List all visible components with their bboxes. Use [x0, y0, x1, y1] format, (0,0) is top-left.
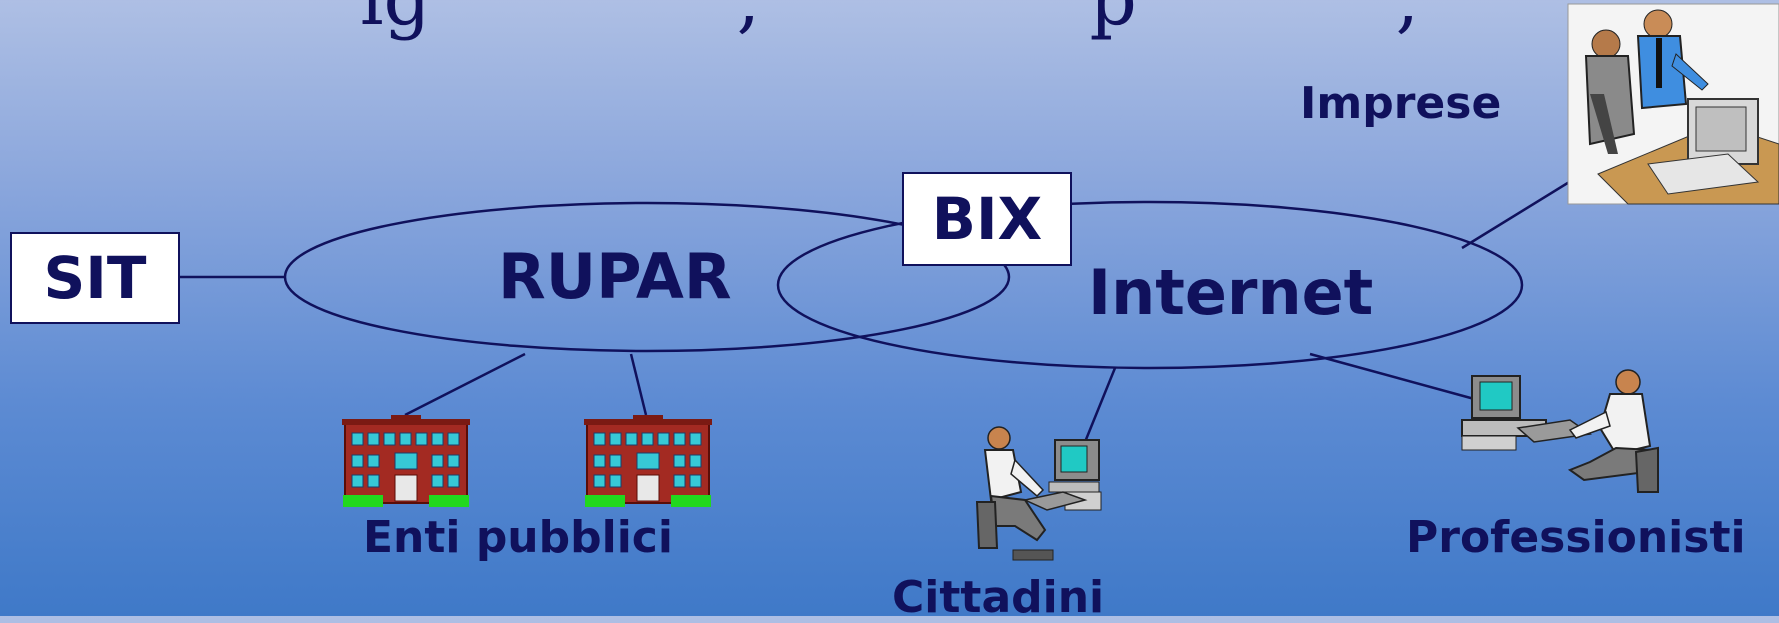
enti-pubblici-label: Enti pubblici — [363, 512, 673, 563]
professional-computer-icon — [1461, 369, 1659, 493]
citizen-computer-icon — [975, 426, 1102, 561]
sit-box: SIT — [10, 232, 180, 324]
imprese-label: Imprese — [1300, 78, 1502, 129]
building-icon — [342, 415, 470, 507]
building-icon — [584, 415, 712, 507]
internet-label: Internet — [1088, 256, 1374, 329]
internet-cittadini-link — [1083, 367, 1117, 443]
cittadini-label: Cittadini — [892, 572, 1105, 623]
rupar-enti2-link — [629, 353, 648, 416]
rupar-label: RUPAR — [498, 240, 732, 313]
internet-professionisti-link — [1309, 352, 1479, 402]
business-people-icon — [1567, 3, 1779, 205]
professionisti-label: Professionisti — [1406, 512, 1746, 563]
sit-label: SIT — [43, 244, 147, 312]
bix-label: BIX — [931, 185, 1043, 253]
bix-box: BIX — [902, 172, 1072, 266]
rupar-enti1-link — [404, 352, 526, 417]
slide-title-fragment: ig , p , — [0, 0, 1779, 42]
internet-ellipse — [776, 200, 1524, 370]
